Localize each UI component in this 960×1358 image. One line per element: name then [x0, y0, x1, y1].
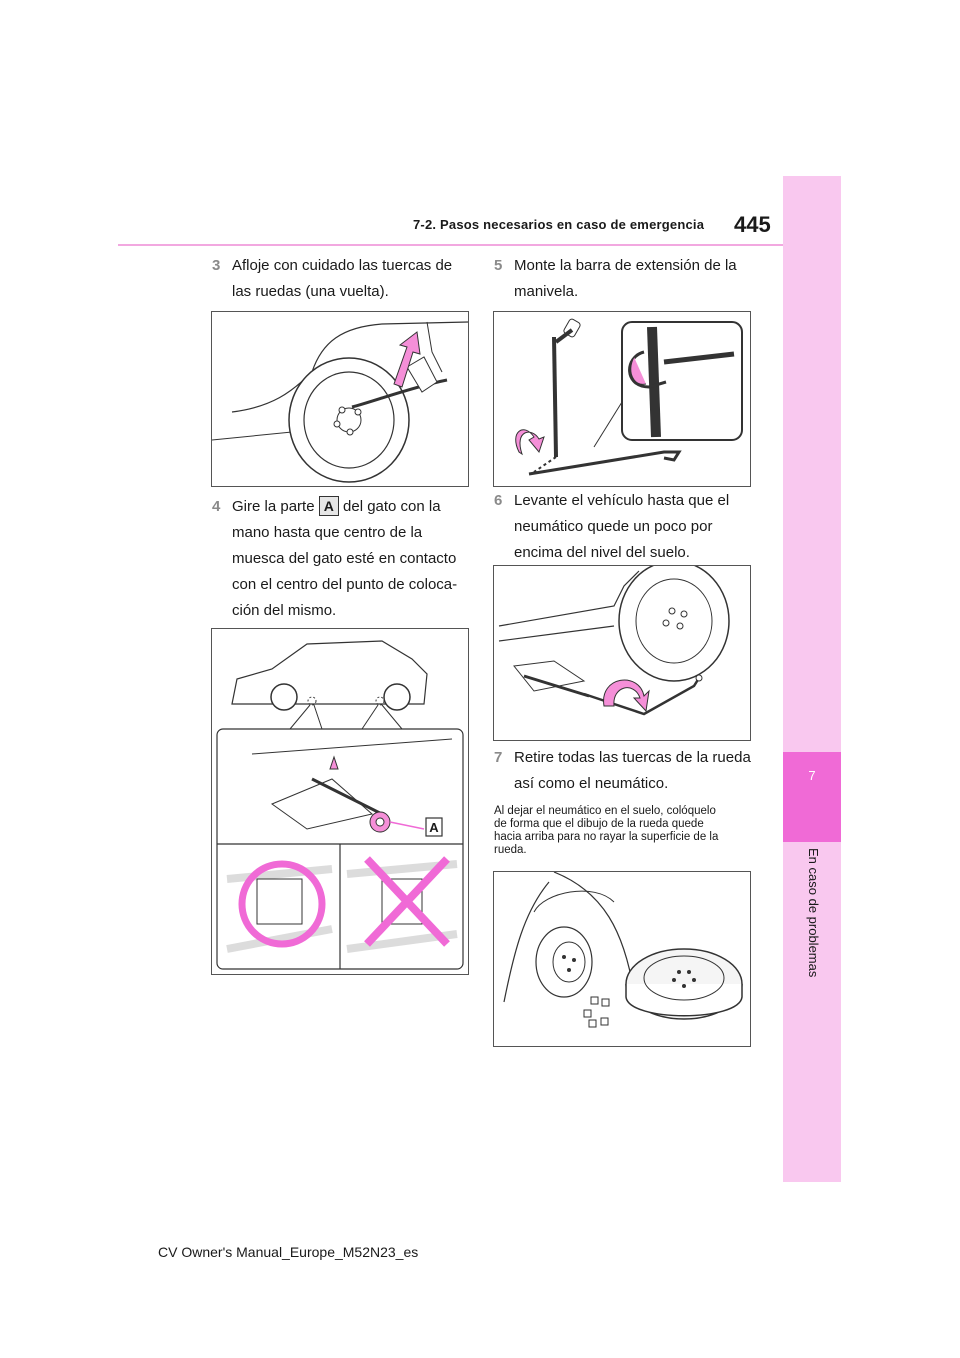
step-text: Levante el vehículo hasta que el — [514, 492, 730, 509]
footer-manual-id: CV Owner's Manual_Europe_M52N23_es — [158, 1244, 419, 1260]
chapter-number: 7 — [808, 768, 816, 783]
figure-remove-tire — [493, 871, 751, 1047]
figure-extension-bar — [493, 311, 751, 487]
step-number: 6 — [494, 492, 503, 509]
section-title: 7-2. Pasos necesarios en caso de emergen… — [413, 217, 705, 232]
step-text: Monte la barra de extensión de la — [514, 257, 737, 274]
figure-loosen-nuts — [211, 311, 469, 487]
chapter-active-marker — [783, 752, 841, 842]
step-6: 6 Levante el vehículo hasta que el neumát… — [494, 488, 754, 566]
step-text: con el centro del punto de coloca- — [232, 576, 458, 593]
page-number: 445 — [734, 212, 771, 237]
step-text: Afloje con cuidado las tuercas de — [232, 257, 453, 274]
step-text: Retire todas las tuercas de la rueda — [514, 749, 751, 766]
step-number: 5 — [494, 257, 503, 274]
step-text: del gato con la — [343, 498, 441, 515]
jack-part-callout: A — [429, 820, 439, 835]
step-text: manivela. — [514, 283, 579, 300]
chapter-side-tab — [783, 176, 841, 1182]
step-number: 3 — [212, 257, 221, 274]
step-text: neumático quede un poco por — [514, 518, 713, 535]
step-text: las ruedas (una vuelta). — [232, 283, 389, 300]
step-text: muesca del gato esté en contacto — [232, 550, 457, 567]
step-3: 3 Afloje con cuidado las tuercas de las r… — [212, 253, 452, 305]
step-number: 4 — [212, 498, 221, 515]
figure-jack-position: A — [211, 628, 469, 975]
step-text: mano hasta que centro de la — [232, 524, 423, 541]
step-text: encima del nivel del suelo. — [514, 544, 690, 561]
step-text: así como el neumático. — [514, 775, 669, 792]
note-line: de forma que el dibujo de la rueda quede — [494, 818, 704, 830]
chapter-title: En caso de problemas — [806, 848, 821, 978]
step-4: 4 Gire la parte A del gato con la mano ha… — [212, 494, 462, 624]
header-rule — [118, 244, 783, 246]
note-line: rueda. — [494, 844, 527, 856]
figure-raise-vehicle — [493, 565, 751, 741]
note-text: Al dejar el neumático en el suelo, colóq… — [494, 805, 756, 857]
step-number: 7 — [494, 749, 503, 766]
step-5: 5 Monte la barra de extensión de la maniv… — [494, 253, 737, 305]
note-line: hacia arriba para no rayar la superficie… — [494, 831, 719, 843]
note-line: Al dejar el neumático en el suelo, colóq… — [494, 805, 716, 817]
step-7: 7 Retire todas las tuercas de la rueda as… — [494, 745, 754, 797]
step-text: ción del mismo. — [232, 602, 337, 619]
step-text: Gire la parte — [232, 498, 315, 515]
jack-part-label: A — [318, 496, 339, 516]
